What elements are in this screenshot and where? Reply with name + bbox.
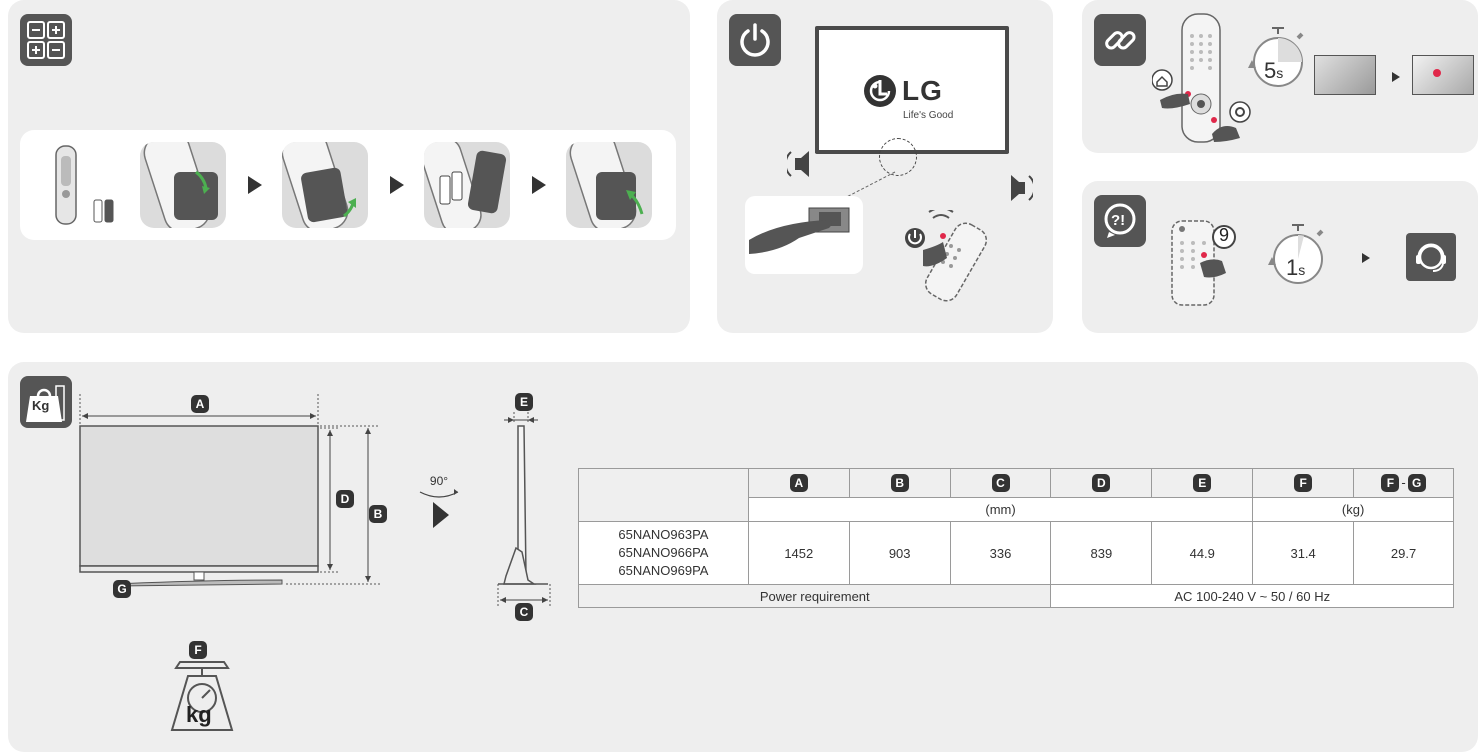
power-button-zoom-circle	[879, 138, 917, 176]
value-f: 31.4	[1252, 521, 1355, 585]
timer-5-unit: s	[1276, 65, 1284, 81]
lg-tagline: Life's Good	[903, 110, 954, 121]
lg-logo: LG	[863, 74, 943, 108]
header-e: E	[1151, 468, 1254, 498]
remote-with-batteries-illustration	[55, 145, 114, 225]
header-d: D	[1050, 468, 1153, 498]
model-names-cell: 65NANO963PA 65NANO966PA 65NANO969PA	[578, 521, 749, 585]
header-f: F	[1252, 468, 1355, 498]
header-separator: -	[1401, 475, 1406, 490]
value-b: 903	[848, 521, 951, 585]
marker-c: C	[515, 603, 533, 621]
rotate-label: 90°	[429, 474, 449, 488]
arrow-right	[433, 502, 449, 528]
callout-line	[832, 171, 896, 205]
step-2-remove-cover	[282, 142, 368, 228]
model-header-cell	[578, 468, 749, 522]
header-c: C	[949, 468, 1052, 498]
table-header-row: A B C D E F F-G	[578, 468, 1454, 522]
button-nine-label: 9	[1218, 225, 1229, 245]
model-name: 65NANO969PA	[618, 563, 709, 578]
marker-g: G	[113, 580, 131, 598]
scale-unit-label: kg	[186, 702, 212, 727]
rotate-arrow-icon	[419, 489, 459, 498]
power-label: Power requirement	[577, 584, 1052, 608]
remote-power-illustration	[905, 210, 987, 302]
stopwatch-icon	[1248, 27, 1304, 87]
left-speaker-icon	[787, 151, 809, 177]
timer-1s: 1s	[1268, 224, 1324, 285]
marker-d: D	[336, 490, 354, 508]
header-a: A	[747, 468, 850, 498]
tv-screen: LG Life's Good	[815, 26, 1009, 154]
link-icon	[1094, 14, 1146, 66]
help-icon: ?!	[1094, 195, 1146, 247]
svg-text:?!: ?!	[1111, 212, 1125, 229]
tv-front-dimension-drawing	[79, 394, 380, 587]
model-name: 65NANO963PA	[618, 527, 709, 542]
power-panel: LG Life's Good	[717, 0, 1053, 333]
arrow-right	[532, 176, 546, 194]
battery-icon	[20, 14, 72, 66]
specification-table: A B C D E F F-G (mm) (kg) 65NANO963PA 65…	[577, 468, 1454, 608]
remote-nine-illustration	[1171, 220, 1236, 306]
customer-support-icon	[1406, 233, 1456, 281]
weight-icon: Kg	[20, 376, 72, 428]
timer-1-unit: s	[1298, 262, 1306, 278]
header-b: B	[848, 468, 951, 498]
battery-panel	[8, 0, 690, 333]
weight-badge-text: Kg	[32, 398, 50, 413]
power-icon	[729, 14, 781, 66]
value-e: 44.9	[1151, 521, 1254, 585]
timer-5s: 5s	[1248, 27, 1304, 88]
lg-mark	[1433, 69, 1441, 77]
arrow-right	[248, 176, 262, 194]
help-panel: ?! 9 1s	[1082, 181, 1478, 333]
press-power-button-card	[745, 196, 863, 274]
lg-face-icon	[864, 75, 896, 107]
tv-on-thumbnail	[1412, 55, 1474, 95]
timer-5-value: 5	[1264, 58, 1277, 83]
header-f-g: F-G	[1353, 468, 1454, 498]
step-3-insert-batteries	[424, 142, 510, 228]
tv-off-thumbnail	[1314, 55, 1376, 95]
stopwatch-icon	[1268, 224, 1324, 284]
weight-scale-icon	[170, 661, 234, 731]
table-row: 65NANO963PA 65NANO966PA 65NANO969PA 1452…	[578, 521, 1454, 585]
tv-side-dimension-drawing	[497, 412, 551, 608]
arrow-right	[1392, 72, 1400, 82]
rotate-90-indicator: 90°	[414, 472, 464, 500]
value-a: 1452	[747, 521, 850, 585]
battery-steps-strip	[20, 130, 676, 240]
marker-f: F	[189, 641, 207, 659]
marker-e: E	[515, 393, 533, 411]
marker-a: A	[191, 395, 209, 413]
remote-home-settings-illustration	[1152, 13, 1251, 143]
step-4-close-cover	[566, 142, 652, 228]
value-f-g: 29.7	[1353, 521, 1454, 585]
power-value: AC 100-240 V ~ 50 / 60 Hz	[1050, 584, 1454, 608]
timer-1-value: 1	[1286, 255, 1299, 280]
value-c: 336	[949, 521, 1052, 585]
marker-b: B	[369, 505, 387, 523]
link-panel: 5s	[1082, 0, 1478, 153]
model-name: 65NANO966PA	[618, 545, 709, 560]
lg-brand-text: LG	[902, 75, 943, 106]
arrow-right	[1362, 253, 1370, 263]
power-row: Power requirement AC 100-240 V ~ 50 / 60…	[577, 584, 1454, 608]
step-1-open-cover	[140, 142, 226, 228]
right-speaker-icon	[1011, 175, 1033, 201]
unit-kg: (kg)	[1252, 497, 1454, 522]
arrow-right	[390, 176, 404, 194]
unit-mm: (mm)	[747, 497, 1254, 522]
value-d: 839	[1050, 521, 1153, 585]
